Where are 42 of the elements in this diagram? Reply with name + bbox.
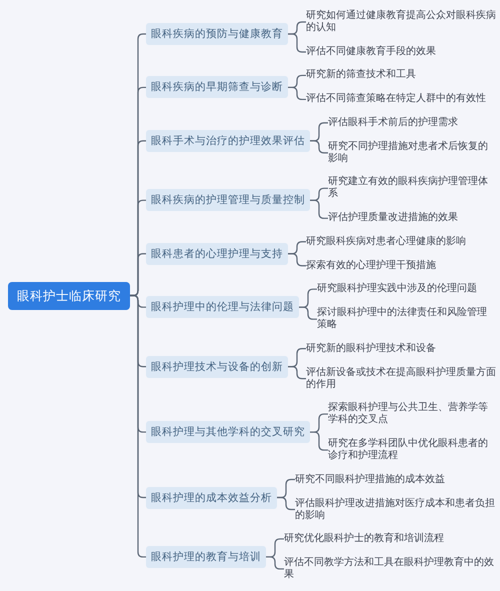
subtopic-text: 研究不同眼科护理措施的成本效益 — [295, 474, 445, 486]
subtopic-text: 研究新的眼科护理技术和设备 — [306, 342, 436, 355]
subtopic-text: 评估护理质量改进措施的效果 — [328, 212, 458, 224]
connector-line — [310, 140, 328, 154]
subtopic-text: 探索有效的心理护理干预措施 — [306, 260, 436, 272]
connector-line — [266, 556, 284, 570]
connector-line — [310, 431, 328, 451]
branch-topic: 眼科疾病的早期筛查与诊断 — [146, 76, 288, 98]
subtopic-text: 研究不同护理措施对患者术后恢复的影响 — [328, 140, 496, 165]
central-topic: 眼科护士临床研究 — [8, 282, 130, 310]
connector-line — [130, 294, 146, 558]
subtopic-text: 研究眼科护理实践中涉及的伦理问题 — [317, 283, 477, 296]
subtopic-text: 研究优化眼科护士的教育和培训流程 — [284, 532, 444, 545]
branch-topic: 眼科护理的成本效益分析 — [146, 486, 277, 508]
branch-topic: 眼科疾病的预防与健康教育 — [146, 23, 288, 45]
connector-line — [288, 86, 306, 100]
subtopic-text: 研究建立有效的眼科疾病护理管理体系 — [328, 176, 496, 200]
subtopic-text: 研究新的筛查技术和工具 — [306, 69, 416, 82]
connector-line — [288, 366, 306, 380]
subtopic-text: 评估新设备或技术在提高眼科护理质量方面的作用 — [306, 366, 496, 391]
subtopic-text: 研究如何通过健康教育提高公众对眼科疾病的认知 — [306, 10, 496, 34]
subtopic-text: 探索眼科护理与公共卫生、营养学等学科的交叉点 — [328, 402, 496, 426]
connector-line — [310, 200, 328, 219]
subtopic-text: 评估不同教学方法和工具在眼科护理教育中的效果 — [284, 556, 496, 581]
branch-topic: 眼科护理的教育与培训 — [146, 546, 266, 568]
branch-topic: 眼科护理与其他学科的交叉研究 — [146, 421, 310, 444]
connector-line — [299, 306, 317, 320]
subtopic-text: 研究眼科疾病对患者心理健康的影响 — [306, 236, 466, 248]
connector-line — [277, 496, 295, 510]
subtopic-text: 探讨眼科护理中的法律责任和风险管理策略 — [317, 307, 496, 332]
branch-topic: 眼科护理中的伦理与法律问题 — [146, 296, 299, 318]
subtopic-text: 评估眼科手术前后的护理需求 — [328, 116, 458, 129]
subtopic-text: 评估不同筛查策略在特定人群中的有效性 — [306, 93, 486, 106]
subtopic-text: 研究在多学科团队中优化眼科患者的诊疗和护理流程 — [328, 438, 496, 462]
branch-topic: 眼科护理技术与设备的创新 — [146, 356, 288, 378]
subtopic-text: 评估眼科护理改进措施对医疗成本和患者负担的影响 — [295, 498, 496, 522]
connector-line — [288, 33, 306, 53]
branch-topic: 眼科手术与治疗的护理效果评估 — [146, 130, 310, 152]
branch-topic: 眼科患者的心理护理与支持 — [146, 242, 288, 265]
subtopic-text: 评估不同健康教育手段的效果 — [306, 46, 436, 58]
branch-topic: 眼科疾病的护理管理与质量控制 — [146, 189, 310, 212]
connector-line — [288, 253, 306, 266]
